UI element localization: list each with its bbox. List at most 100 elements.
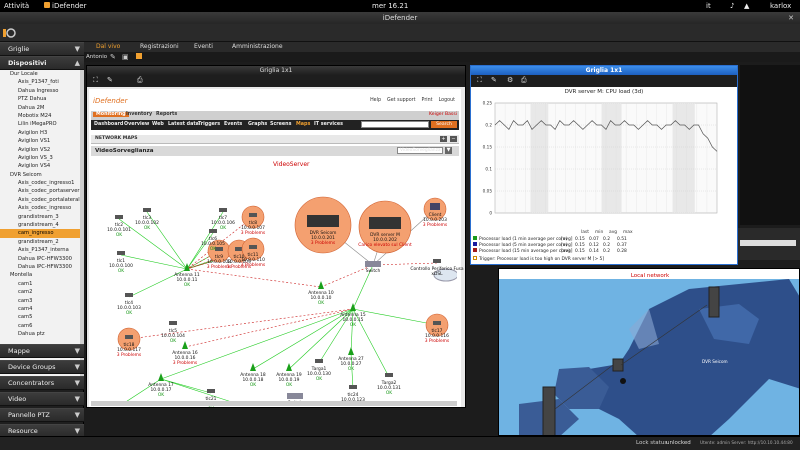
network-map[interactable] [91,157,457,407]
grid-color-icon[interactable] [136,53,142,59]
monitor-icon[interactable] [430,203,440,210]
tree-item[interactable]: Dahua ptz [18,331,45,338]
camera-icon[interactable] [433,321,441,325]
tree-item[interactable]: Avigilon VS2 [18,146,51,153]
server-icon[interactable] [369,217,401,229]
tree-scrollbar[interactable] [80,70,84,384]
close-icon[interactable]: ✕ [788,14,794,22]
save-icon[interactable]: ▣ [122,53,129,61]
tree-item[interactable]: grandistream_4 [18,222,59,229]
fullscreen-icon[interactable]: ⛶ [93,76,98,84]
tree-item[interactable]: grandistream_3 [18,213,59,220]
tree-item[interactable]: cam2 [18,289,33,296]
tab-registrazioni[interactable]: Registrazioni [140,43,179,50]
tree-item[interactable]: Axis_codec_ingresso [18,205,72,212]
print-icon[interactable]: ⎙ [137,76,143,84]
sidebar-section[interactable]: Pannello PTZ▼ [0,408,84,422]
nav-secondary-item[interactable]: Overview [124,122,150,127]
tree-item[interactable]: DVR Seicom [10,171,42,178]
nav-secondary-item[interactable]: Events [224,122,243,127]
nav-secondary-item[interactable]: IT services [314,122,343,127]
edit-icon[interactable]: ✎ [491,76,497,84]
camera-icon[interactable] [249,213,257,217]
top-link[interactable]: Logout [438,98,455,103]
sidebar-section[interactable]: Video▼ [0,392,84,406]
settings-icon[interactable]: ⚙ [507,76,514,84]
edit-icon[interactable]: ✎ [110,53,116,61]
clock[interactable]: mer 16.21 [372,2,409,10]
camera-icon[interactable] [315,359,323,363]
camera-icon[interactable] [207,389,215,393]
geo-map[interactable] [499,269,800,436]
tree-item[interactable]: Avigilon H3 [18,129,48,136]
tree-item[interactable]: cam4 [18,305,33,312]
camera-icon[interactable] [433,259,441,263]
print-icon[interactable]: ⎙ [521,76,527,84]
camera-icon[interactable] [215,247,223,251]
antenna-icon[interactable] [184,263,190,271]
collapse-icon[interactable]: − [450,136,457,142]
antenna-icon[interactable] [158,373,164,381]
tree-item[interactable]: cam6 [18,322,33,329]
nav-primary-item[interactable]: Inventory [126,112,153,117]
switch-icon[interactable] [287,393,303,399]
sidebar-section[interactable]: Concentrators▼ [0,376,84,390]
tree-item[interactable]: cam5 [18,314,33,321]
tree-item[interactable]: Montella [10,272,33,279]
tree-item[interactable]: Avigilon VS_3 [18,154,53,161]
fullscreen-icon[interactable]: ⛶ [477,76,482,84]
tree-item[interactable]: Avigilon VS4 [18,163,51,170]
tab-eventi[interactable]: Eventi [194,43,213,50]
camera-icon[interactable] [249,245,257,249]
tree-item[interactable]: Axis_P1347_foti [18,79,59,86]
tree-item[interactable]: Avigilon VS1 [18,138,51,145]
antenna-icon[interactable] [182,341,188,349]
camera-icon[interactable] [385,373,393,377]
camera-icon[interactable] [209,229,217,233]
nav-secondary-item[interactable]: Web [152,122,164,127]
switch-icon[interactable] [365,261,381,267]
camera-icon[interactable] [349,385,357,389]
tree-item[interactable]: grandistream_2 [18,238,59,245]
tree-item[interactable]: Axis_codec_portaserver [18,188,80,195]
nav-primary-item[interactable]: Reports [156,112,178,117]
tree-item[interactable]: Dahua Ingresso [18,87,59,94]
tree-item[interactable]: Axis_codec_portalaterale [18,196,80,203]
volume-icon[interactable]: ♪ [730,2,735,10]
expand-icon[interactable]: + [440,136,447,142]
side-panel-select[interactable] [740,240,796,246]
tab-dal-vivo[interactable]: Dal vivo [96,43,121,50]
tree-item[interactable]: Lilin iMegaPRO [18,121,57,128]
top-link[interactable]: Help [370,98,382,103]
sidebar-section-griglie[interactable]: Griglie▼ [0,42,84,56]
nav-secondary-item[interactable]: Maps [296,122,311,127]
search-input[interactable] [361,121,429,128]
antenna-icon[interactable] [318,281,324,289]
app-menu[interactable]: iDefender [44,2,86,10]
chevron-down-icon[interactable]: ▼ [445,147,452,154]
nav-secondary-item[interactable]: Latest data [168,122,199,127]
nav-secondary-item[interactable]: Graphs [248,122,268,127]
camera-icon[interactable] [115,215,123,219]
top-link[interactable]: Get support [387,98,416,103]
sidebar-section[interactable]: Mappe▼ [0,344,84,358]
camera-icon[interactable] [143,208,151,212]
tree-item[interactable]: Mobotix M24 [18,112,52,119]
tree-item[interactable]: cam1 [18,280,33,287]
camera-icon[interactable] [125,335,133,339]
camera-icon[interactable] [117,251,125,255]
tree-item[interactable]: cam3 [18,297,33,304]
map-select[interactable]: VideoSorveglianza [397,147,443,154]
sidebar-section-dispositivi[interactable]: Dispositivi▲ [0,56,84,70]
camera-icon[interactable] [169,321,177,325]
server-icon[interactable] [307,215,339,227]
nav-secondary-item[interactable]: Dashboard [94,122,124,127]
antenna-icon[interactable] [286,363,292,371]
tree-item[interactable]: cam_ingresso [0,229,80,238]
antenna-icon[interactable] [350,303,356,311]
tree-item[interactable]: Axis_P1347_interna [18,247,69,254]
top-link[interactable]: Print [421,98,433,103]
user-menu[interactable]: karlox [770,2,792,10]
nav-secondary-item[interactable]: Screens [270,122,292,127]
sidebar-section[interactable]: Device Groups▼ [0,360,84,374]
